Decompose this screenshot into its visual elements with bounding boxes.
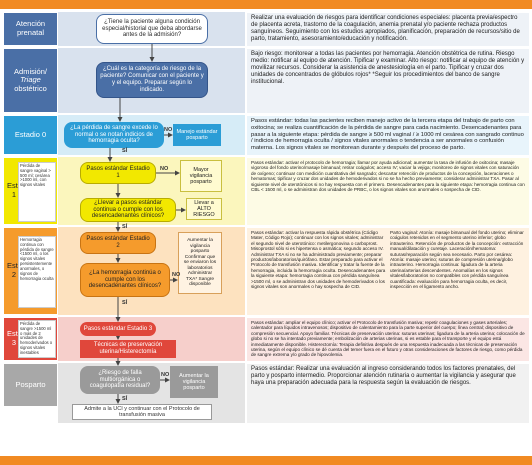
question-hemorragia-estadio-2: ¿La hemorragia continúa o cumple con los… — [80, 263, 170, 297]
box-alto-riesgo: Llevar a ALTO RIESGO — [186, 198, 222, 220]
desc-posparto: Pasos estándar: Realizar una evaluación … — [247, 363, 529, 423]
stage-label: Atención prenatal — [15, 19, 46, 37]
stage-admision: Admisión/ Triage obstétrico — [3, 48, 58, 113]
box-pasos-estadio-1: Pasos estándar Estadio 1 — [80, 162, 156, 184]
stage-label: obstétrico — [14, 83, 47, 93]
desc-estadio-3: Pasos estándar: ampliar el equipo clínic… — [247, 317, 529, 361]
stage-label: Posparto — [15, 379, 46, 389]
question-hemorragia-estadio-1: ¿Llevar a pasos estándar continua o cump… — [80, 198, 176, 222]
desc-prenatal: Realizar una evaluación de riesgos para … — [247, 12, 529, 46]
desc-text: Parto vaginal: Atonía: masaje bimanual d… — [390, 230, 524, 290]
box-manejo-estandar: Manejo estándar posparto — [173, 124, 221, 146]
stage-posparto: Posparto — [3, 363, 58, 407]
question-categoria-riesgo: ¿Cuál es la categoría de riesgo de la pa… — [96, 62, 208, 98]
desc-text: Pasos estándar: Realizar una evaluación … — [251, 366, 516, 387]
box-admitir-uci: Admite a la UCI y continuar con el Proto… — [72, 404, 212, 420]
label-no: NO — [164, 127, 173, 133]
question-perdida-sangre: ¿La pérdida de sangre excede lo normal o… — [64, 122, 164, 148]
stage-label: Estadio 0 — [14, 129, 47, 139]
side-note-estadio-2: Hemorragia continua con pérdida de sangr… — [18, 236, 56, 308]
desc-text: Pasos estándar: todas las pacientes reci… — [251, 118, 524, 152]
label-si: SÍ — [122, 396, 128, 402]
top-orange-band — [0, 0, 532, 9]
desc-text: Bajo riesgo: monitorear a todas las paci… — [251, 51, 525, 86]
desc-estadio-0: Pasos estándar: todas las pacientes reci… — [247, 115, 529, 155]
label-si: SÍ — [122, 224, 128, 230]
desc-estadio-2: Pasos estándar: activar la respuesta ráp… — [247, 227, 529, 315]
desc-text: Realizar una evaluación de riesgos para … — [251, 15, 520, 43]
label-no: NO — [161, 372, 170, 378]
label-no: NO — [160, 166, 169, 172]
desc-text: Pasos estándar: activar la respuesta ráp… — [251, 230, 386, 290]
stage-label: Admisión/ — [14, 66, 47, 76]
box-mayor-vigilancia: Mayor vigilancia posparto — [180, 160, 222, 192]
side-note-estadio-1: Pérdida de sangre vaginal > 500 ml; cesá… — [18, 162, 56, 222]
box-pasos-estadio-3: Pasos estándar Estadio 3 — [80, 322, 156, 336]
stage-label-italic: Triage — [20, 75, 41, 85]
bottom-orange-band — [0, 456, 532, 465]
side-note-estadio-3: Pérdida de sangre >1500 ml o más de 2 un… — [18, 320, 56, 358]
stage-prenatal: Atención prenatal — [3, 12, 58, 46]
desc-admision: Bajo riesgo: monitorear a todas las paci… — [247, 48, 529, 113]
box-vigilancia-estadio-2: Aumentar la vigilancia posparto Confirma… — [178, 232, 222, 294]
question-condicion-especial: ¿Tiene la paciente alguna condición espe… — [96, 14, 208, 44]
box-vigilancia-posparto: Aumentar la vigilancia posparto — [170, 366, 218, 398]
box-tecnicas-preservacion: Técnicas de preservación uterina/Histere… — [80, 340, 176, 358]
stage-estadio-0: Estadio 0 — [3, 115, 58, 155]
label-no: NO — [172, 272, 181, 278]
label-si: SÍ — [122, 300, 128, 306]
desc-text: Pasos estándar: ampliar el equipo clínic… — [251, 320, 525, 358]
label-si: SÍ — [122, 148, 128, 154]
box-pasos-estadio-2: Pasos estándar Estadio 2 — [80, 232, 156, 254]
desc-text: Pasos estándar: activar el protocolo de … — [251, 160, 525, 193]
question-riesgo-falla: ¿Riesgo de falla multiorgánica o coagulo… — [80, 366, 160, 394]
desc-estadio-1: Pasos estándar: activar el protocolo de … — [247, 157, 529, 225]
